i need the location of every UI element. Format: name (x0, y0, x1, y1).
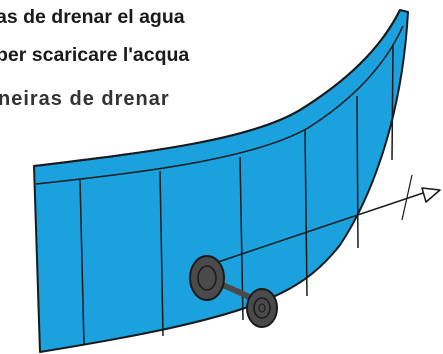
drain-valve-icon (189, 255, 278, 328)
pool-rim-inner (35, 25, 404, 185)
panel-seams (79, 43, 394, 346)
caption-italian: per scaricare l'acqua (0, 44, 190, 66)
pool-rim (33, 9, 401, 167)
arrow-icon (217, 174, 441, 263)
caption-portuguese: neiras de drenar (0, 88, 170, 110)
caption-spanish: as de drenar el agua (0, 6, 185, 28)
